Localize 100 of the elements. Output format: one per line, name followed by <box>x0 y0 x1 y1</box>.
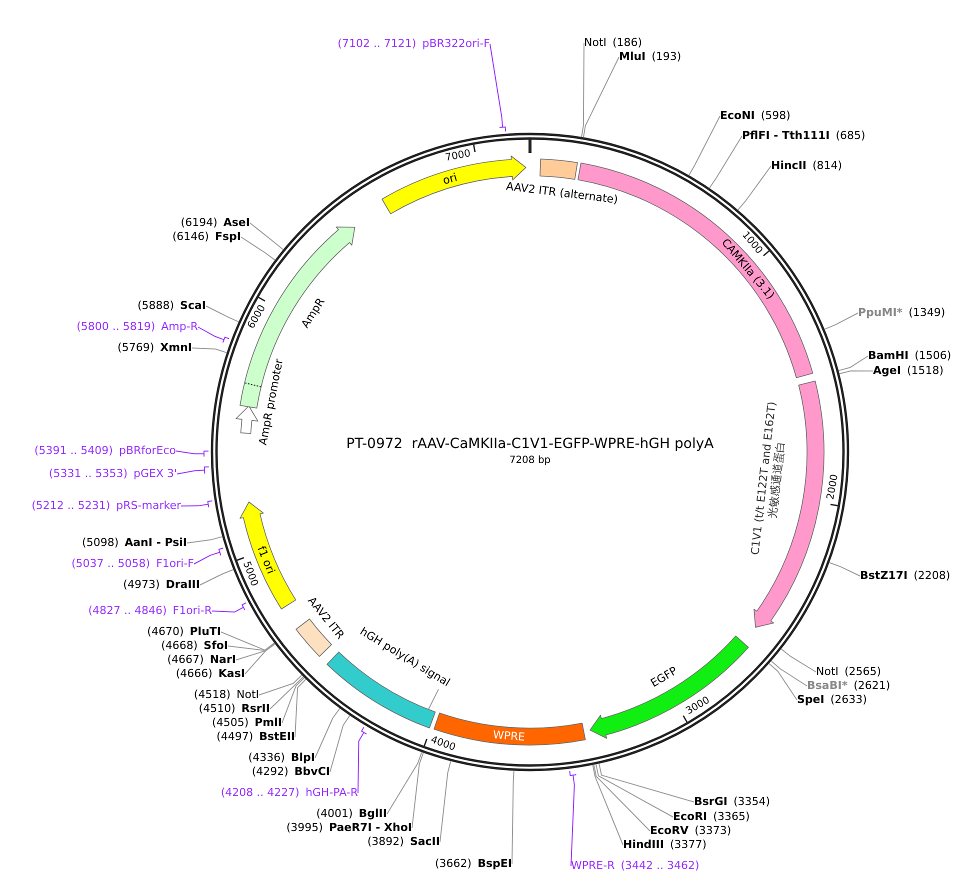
leader-line <box>330 715 350 772</box>
leader-line <box>768 663 798 700</box>
leader-line <box>386 752 422 814</box>
leader-line <box>294 678 306 738</box>
restriction-site-label: PflFI - Tth111I (685) <box>742 129 866 143</box>
restriction-site-label: (5098) AanI - PsiI <box>82 536 187 550</box>
leader-line <box>176 466 210 474</box>
restriction-site-label: BamHI (1506) <box>868 349 952 363</box>
restriction-site-label: EcoRV (3373) <box>650 824 732 838</box>
primer-label: (7102 .. 7121) pBR322ori-F <box>338 37 490 51</box>
restriction-site-label: (4510) RsrII <box>198 702 270 716</box>
feature-label: AmpR promoter <box>256 358 286 446</box>
restriction-site-label: BsrGI (3354) <box>694 795 770 809</box>
restriction-site-label: (4667) NarI <box>167 653 236 667</box>
leader-line <box>737 166 772 210</box>
restriction-site-label: (6194) AseI <box>180 216 250 230</box>
leader-line <box>192 348 228 354</box>
leader-line <box>180 500 213 508</box>
feature-label: C1V1 (t/t E122T and E162T) 光敏感通道蛋白 <box>748 400 789 558</box>
leader-line <box>428 688 439 710</box>
feature-label: WPRE <box>492 728 526 744</box>
leader-line <box>282 677 305 724</box>
leader-line <box>688 116 720 176</box>
restriction-site-label: PpuMI* (1349) <box>858 306 946 320</box>
primer-label: (5037 .. 5058) F1ori-F <box>72 557 194 571</box>
leader-line <box>250 222 284 250</box>
restriction-site-label: (3892) SacII <box>367 835 440 849</box>
scale-label: 2000 <box>825 474 841 500</box>
restriction-site-label: BsaBI* (2621) <box>807 679 890 693</box>
primer-label: (4827 .. 4846) F1ori-R <box>88 604 212 618</box>
primer-label: (4208 .. 4227) hGH-PA-R <box>220 786 358 800</box>
leader-line <box>824 312 858 330</box>
leader-line <box>780 648 816 672</box>
feature-label: ori <box>440 170 458 187</box>
restriction-site-label: (4670) PluTI <box>147 625 221 639</box>
primer-label: (5212 .. 5231) pRS-marker <box>32 499 181 513</box>
leader-line <box>198 326 230 343</box>
leader-line <box>228 642 276 652</box>
leader-line <box>512 770 514 864</box>
leader-line <box>412 752 424 828</box>
leader-line <box>598 763 694 802</box>
restriction-site-label: (4505) PmlI <box>212 716 282 730</box>
restriction-site-label: HincII (814) <box>771 159 842 173</box>
leader-line <box>240 236 276 261</box>
restriction-site-label: (4666) KasI <box>176 667 245 681</box>
restriction-site-label: (3995) PaeR7I - XhoI <box>286 821 412 835</box>
leader-line <box>314 708 340 758</box>
restriction-site-label: MluI (193) <box>619 50 682 64</box>
restriction-site-label: (4518) NotI <box>194 688 259 702</box>
leader-line <box>194 548 224 564</box>
leader-line <box>593 764 650 832</box>
restriction-site-label: (6146) FspI <box>172 230 241 244</box>
restriction-site-label: SpeI (2633) <box>797 693 867 707</box>
primer-label: (5800 .. 5819) Amp-R <box>76 320 198 334</box>
leader-line <box>582 56 620 138</box>
leader-line <box>838 356 868 372</box>
restriction-site-label: (4292) BbvCI <box>252 765 330 779</box>
leader-line <box>569 770 576 866</box>
leader-line <box>440 760 452 842</box>
leader-line <box>176 450 209 457</box>
restriction-site-label: (4336) BlpI <box>248 751 315 765</box>
leader-line <box>212 602 247 613</box>
leader-line <box>581 42 584 138</box>
plasmid-title: PT-0972 rAAV-CaMKIIa-C1V1-EGFP-WPRE-hGH polyA <box>346 436 714 453</box>
scale-label: 7000 <box>444 148 472 164</box>
leader-line <box>838 370 874 374</box>
leader-line <box>708 136 742 189</box>
restriction-site-label: (4001) BglII <box>316 807 387 821</box>
leader-line <box>258 674 302 696</box>
restriction-site-label: (4973) DraIII <box>123 578 200 592</box>
scale-label: 6000 <box>246 302 268 330</box>
restriction-site-label: (4668) SfoI <box>161 639 228 653</box>
leader-line <box>770 660 808 686</box>
feature-label: AAV2 ITR (alternate) <box>505 180 618 206</box>
restriction-site-label: (4497) BstEII <box>216 730 295 744</box>
primer-label: WPRE-R (3442 .. 3462) <box>571 859 700 873</box>
leader-line <box>236 643 276 660</box>
restriction-site-label: NotI (186) <box>584 36 642 50</box>
primer-label: (5391 .. 5409) pBRforEco <box>34 444 176 458</box>
restriction-site-label: NotI (2565) <box>816 665 882 679</box>
leader-line <box>186 536 223 544</box>
sequence-length: 7208 bp <box>509 455 551 467</box>
restriction-site-label: (3662) BspEI <box>435 857 512 871</box>
scale-label: 4000 <box>430 734 458 754</box>
leader-line <box>596 764 674 818</box>
leader-line <box>358 726 367 794</box>
restriction-site-label: (5888) ScaI <box>137 299 206 313</box>
restriction-site-label: HindIII (3377) <box>623 838 707 852</box>
restriction-site-label: EcoNI (598) <box>720 109 790 123</box>
leader-line <box>220 632 275 651</box>
leader-line <box>490 44 506 132</box>
leader-line <box>592 764 624 846</box>
restriction-site-label: EcoRI (3365) <box>673 810 750 824</box>
leader-line <box>828 562 860 576</box>
leader-line <box>200 569 234 586</box>
restriction-site-label: BstZ17I (2208) <box>860 569 950 583</box>
restriction-site-label: AgeI (1518) <box>873 364 944 378</box>
restriction-site-label: (5769) XmnI <box>118 341 192 355</box>
leader-line <box>206 306 240 322</box>
leader-line <box>270 676 304 710</box>
